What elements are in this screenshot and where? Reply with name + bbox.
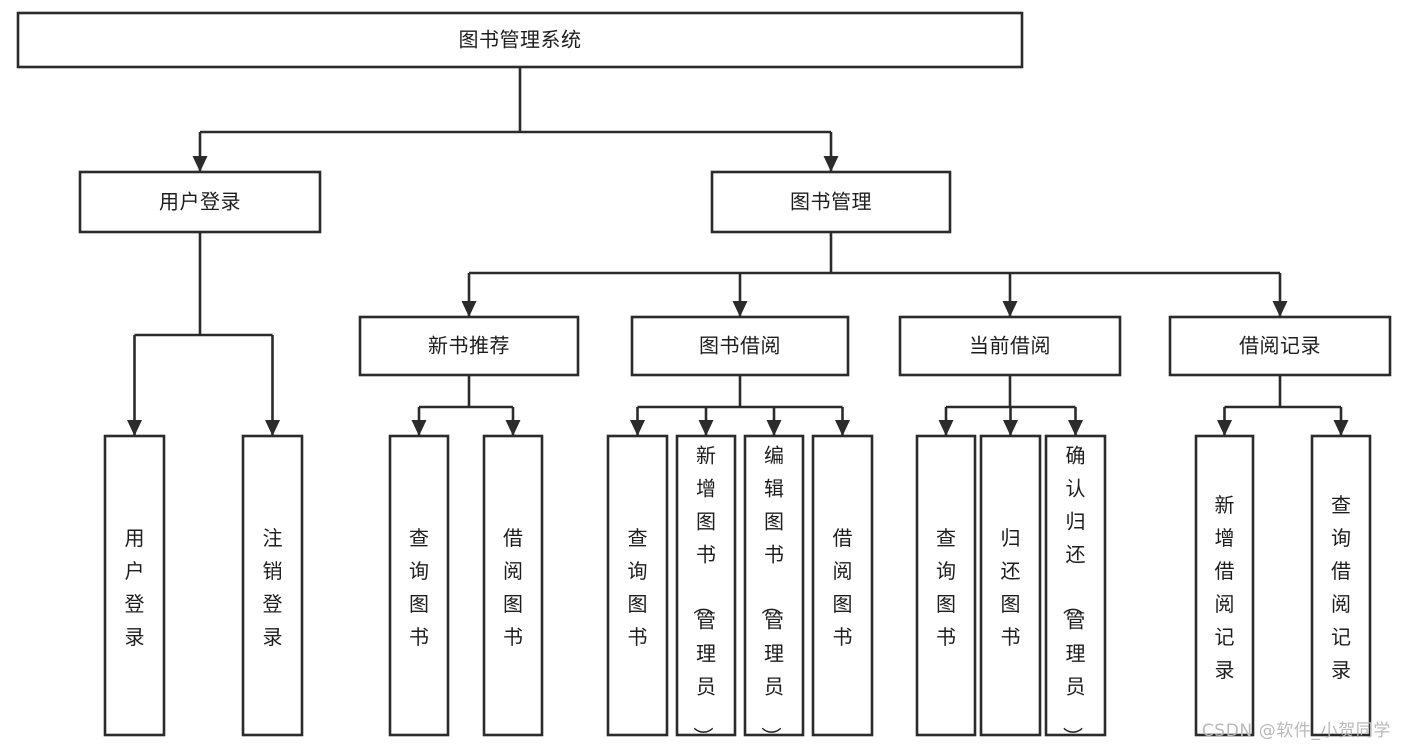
connector-layer — [127, 67, 1349, 436]
node-leaf-borrow-book-1[interactable]: 借阅图书 — [482, 434, 544, 737]
node-leaf-confirm-return[interactable]: 确认归还（管理员） — [1044, 434, 1107, 747]
node-layer: 图书管理系统用户登录图书管理新书推荐图书借阅当前借阅借阅记录用户登录注销登录查询… — [16, 11, 1392, 747]
node-label: 借阅图书 — [503, 526, 523, 649]
arrowhead-icon — [630, 420, 645, 436]
arrowhead-icon — [1272, 301, 1288, 317]
node-book-manage[interactable]: 图书管理 — [710, 170, 952, 234]
node-box — [630, 315, 850, 377]
node-leaf-query-book-3[interactable]: 查询图书 — [915, 434, 977, 737]
node-box — [606, 434, 669, 737]
arrowhead-icon — [1002, 301, 1018, 317]
node-box — [743, 434, 805, 737]
node-root[interactable]: 图书管理系统 — [16, 11, 1024, 69]
node-book-borrow[interactable]: 图书借阅 — [630, 315, 850, 377]
node-label: 用户登录 — [159, 190, 241, 214]
node-label: 注销登录 — [263, 526, 283, 649]
node-box — [675, 434, 737, 737]
arrowhead-icon — [1068, 420, 1083, 436]
arrowhead-icon — [1003, 420, 1018, 436]
node-box — [898, 315, 1122, 377]
node-leaf-query-record[interactable]: 查询借阅记录 — [1310, 434, 1372, 737]
arrowhead-icon — [127, 420, 142, 436]
node-label: 确认归还（管理员） — [1061, 444, 1086, 747]
node-box — [1310, 434, 1372, 737]
node-leaf-add-record[interactable]: 新增借阅记录 — [1194, 434, 1255, 737]
node-box — [1168, 315, 1392, 377]
node-leaf-query-book-2[interactable]: 查询图书 — [606, 434, 669, 737]
arrowhead-icon — [461, 301, 477, 317]
arrowhead-icon — [1217, 420, 1232, 436]
node-leaf-query-book-1[interactable]: 查询图书 — [388, 434, 450, 737]
node-new-book-recommend[interactable]: 新书推荐 — [358, 315, 580, 377]
node-box — [915, 434, 977, 737]
arrowhead-icon — [1333, 420, 1349, 436]
arrowhead-icon — [192, 156, 208, 172]
node-box — [78, 170, 322, 234]
node-label: 借阅记录 — [1239, 334, 1321, 358]
arrowhead-icon — [823, 156, 839, 172]
node-leaf-return-book[interactable]: 归还图书 — [979, 434, 1042, 737]
arrowhead-icon — [938, 420, 954, 436]
node-box — [979, 434, 1042, 737]
node-box — [1194, 434, 1255, 737]
node-current-borrow[interactable]: 当前借阅 — [898, 315, 1122, 377]
node-label: 图书借阅 — [699, 334, 781, 358]
node-label: 用户登录 — [125, 526, 145, 649]
node-label: 新增借阅记录 — [1215, 493, 1235, 682]
arrowhead-icon — [265, 420, 280, 436]
node-leaf-borrow-book-2[interactable]: 借阅图书 — [811, 434, 874, 737]
node-label: 新增图书（管理员） — [691, 444, 716, 747]
node-label: 借阅图书 — [833, 526, 853, 649]
node-box — [1044, 434, 1107, 737]
arrowhead-icon — [732, 301, 748, 317]
node-label: 查询图书 — [409, 526, 429, 649]
node-label: 图书管理系统 — [459, 28, 582, 52]
arrowhead-icon — [698, 420, 714, 436]
node-label: 查询图书 — [628, 526, 648, 649]
arrowhead-icon — [505, 420, 521, 436]
node-label: 新书推荐 — [428, 334, 510, 358]
node-leaf-edit-book[interactable]: 编辑图书（管理员） — [743, 434, 805, 747]
node-label: 查询借阅记录 — [1331, 493, 1351, 682]
node-box — [482, 434, 544, 737]
node-leaf-add-book[interactable]: 新增图书（管理员） — [675, 434, 737, 747]
node-label: 图书管理 — [790, 190, 872, 214]
node-box — [103, 434, 166, 737]
node-label: 编辑图书（管理员） — [759, 444, 784, 747]
node-borrow-record[interactable]: 借阅记录 — [1168, 315, 1392, 377]
node-label: 查询图书 — [936, 526, 956, 649]
arrowhead-icon — [766, 420, 782, 436]
node-box — [710, 170, 952, 234]
node-box — [358, 315, 580, 377]
arrowhead-icon — [835, 420, 850, 436]
node-label: 当前借阅 — [969, 334, 1051, 358]
node-label: 归还图书 — [1001, 526, 1021, 649]
node-box — [388, 434, 450, 737]
node-box — [811, 434, 874, 737]
node-leaf-user-login[interactable]: 用户登录 — [103, 434, 166, 737]
node-box — [241, 434, 304, 737]
node-box — [16, 11, 1024, 69]
node-user-login[interactable]: 用户登录 — [78, 170, 322, 234]
arrowhead-icon — [411, 420, 427, 436]
node-leaf-user-logout[interactable]: 注销登录 — [241, 434, 304, 737]
